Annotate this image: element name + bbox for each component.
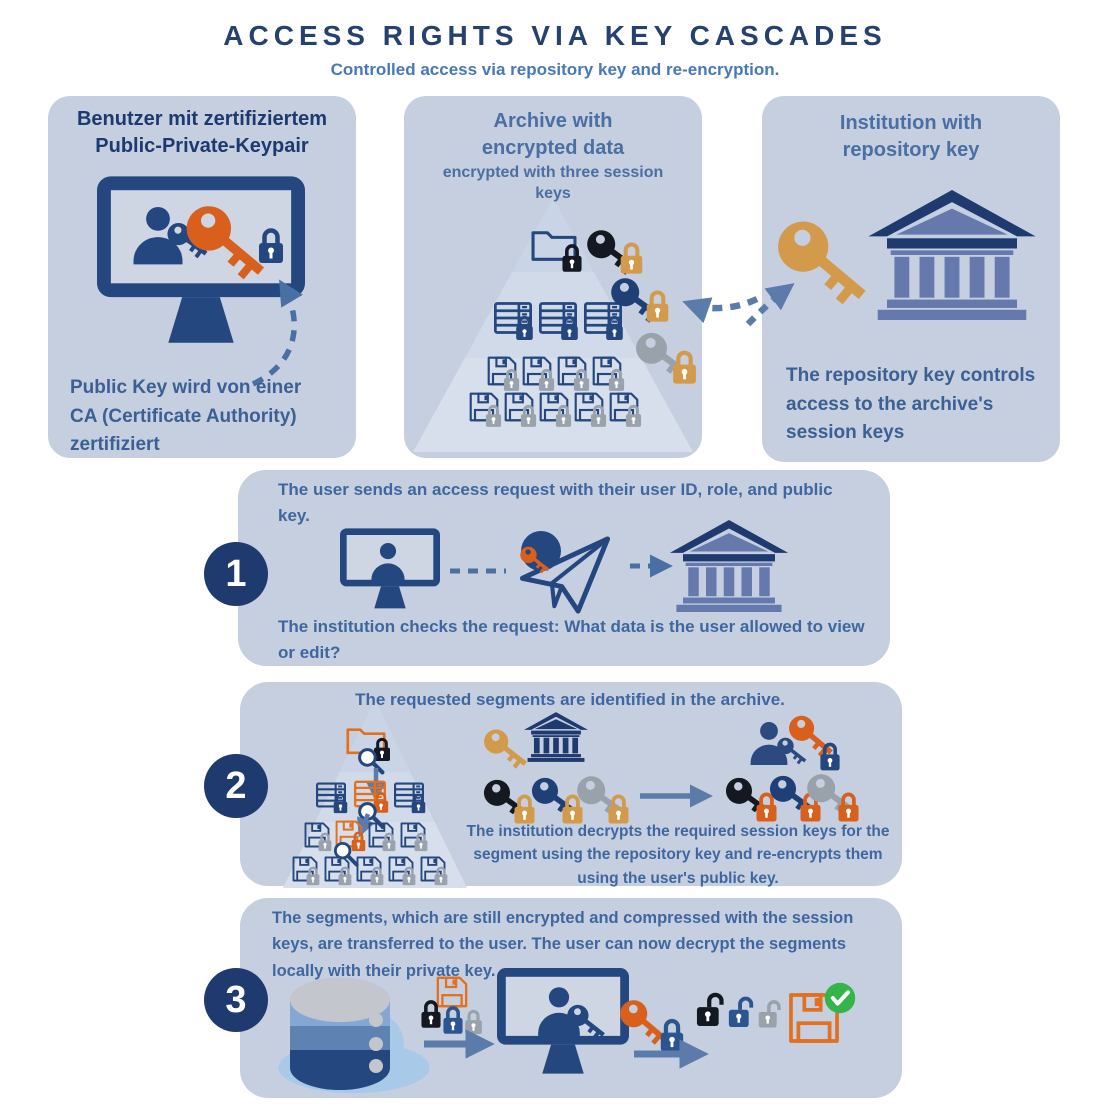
panel-archive-subtitle: encrypted with three session keys (442, 164, 664, 202)
step3-text: The segments, which are still encrypted … (272, 909, 854, 980)
page-title: ACCESS RIGHTS VIA KEY CASCADES (223, 20, 887, 51)
step1-text-top: The user sends an access request with th… (278, 480, 833, 526)
step2-caption: The institution decrypts the required se… (466, 823, 890, 887)
page-subtitle: Controlled access via repository key and… (330, 60, 780, 79)
panel-archive-title: Archive with encrypted data (481, 110, 625, 159)
step-3-number: 3 (204, 968, 268, 1032)
panel-user-title: Benutzer mit zertifiziertem Public-Priva… (76, 108, 328, 157)
panel-institution-title: Institution with repository key (839, 112, 983, 161)
step1-text-bottom: The institution checks the request: What… (278, 617, 865, 663)
step-2-number: 2 (204, 754, 268, 818)
step-1-number: 1 (204, 542, 268, 606)
panel-institution-caption: The repository key controls access to th… (786, 365, 1036, 443)
step2-title: The requested segments are identified in… (355, 690, 785, 709)
panel-user-caption: Public Key wird von einer CA (Certificat… (70, 377, 302, 455)
